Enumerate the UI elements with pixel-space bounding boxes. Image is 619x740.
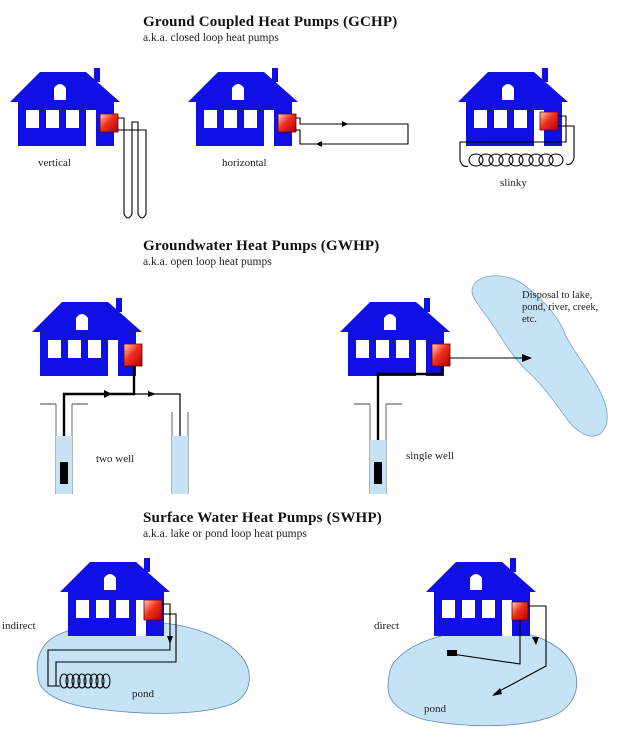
house-icon [10, 68, 120, 146]
section-title-gchp: Ground Coupled Heat Pumps (GCHP) [143, 14, 398, 30]
two-well-piping [62, 366, 181, 484]
single-well-piping [376, 354, 532, 470]
house-icon [188, 68, 298, 146]
heat-pump-icon [539, 111, 559, 131]
disposal-note: Disposal to lake, pond, river, creek, et… [522, 290, 599, 325]
pond-right [387, 629, 578, 727]
house-icon [458, 68, 568, 146]
heat-pump-icon [511, 601, 529, 621]
label-slinky: slinky [500, 177, 527, 189]
heat-pump-icon [431, 343, 451, 367]
section-title-gwhp: Groundwater Heat Pumps (GWHP) [143, 238, 380, 254]
indirect-loop [47, 603, 177, 689]
section-subtitle-swhp: a.k.a. lake or pond loop heat pumps [143, 528, 307, 540]
direct-loop [447, 605, 547, 696]
label-direct: direct [374, 620, 400, 632]
section-subtitle-gwhp: a.k.a. open loop heat pumps [143, 256, 272, 268]
horizontal-loop [296, 117, 409, 147]
house-icon [60, 558, 170, 636]
label-pond-direct: pond [424, 703, 446, 715]
section-title-swhp: Surface Water Heat Pumps (SWHP) [143, 510, 382, 526]
label-single-well: single well [406, 450, 454, 462]
vertical-loop [118, 117, 147, 219]
return-well [171, 412, 189, 494]
label-horizontal: horizontal [222, 157, 267, 169]
supply-well [40, 403, 88, 494]
heat-pump-icon [99, 113, 119, 133]
single-well [354, 403, 402, 494]
label-pond-indirect: pond [132, 688, 154, 700]
heat-pump-icon [143, 599, 163, 621]
label-indirect: indirect [2, 620, 36, 632]
section-subtitle-gchp: a.k.a. closed loop heat pumps [143, 32, 279, 44]
heat-pump-icon [277, 113, 297, 133]
disposal-lake [471, 275, 608, 437]
heat-pump-icon [123, 343, 143, 367]
slinky-loop [459, 115, 575, 167]
label-two-well: two well [96, 453, 135, 465]
label-vertical: vertical [38, 157, 71, 169]
